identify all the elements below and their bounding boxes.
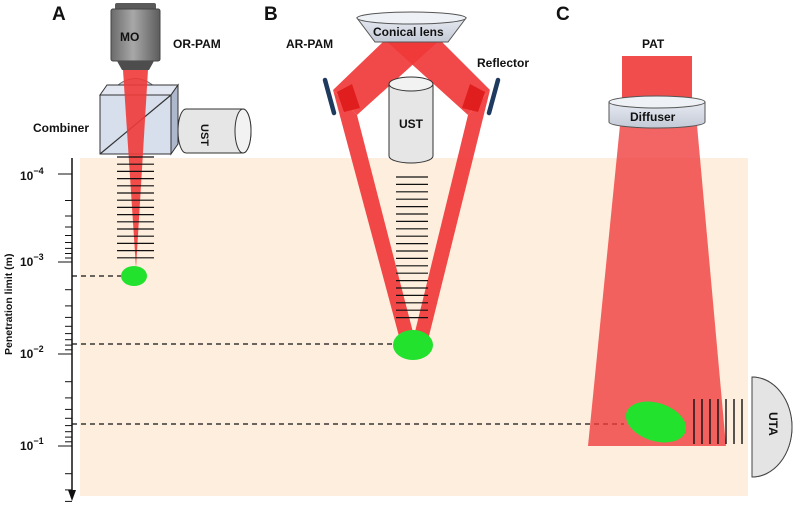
ust-label-a: UST xyxy=(198,124,210,146)
laser-beam-a xyxy=(123,70,148,268)
uta-transducer-array: UTA xyxy=(751,376,793,478)
uta-label: UTA xyxy=(766,412,780,436)
reflector-right xyxy=(486,77,501,116)
panel-c-letter: C xyxy=(556,4,570,25)
tick-label-1e-2: 10−2 xyxy=(20,344,44,361)
tick-label-1e-1: 10−1 xyxy=(20,436,44,453)
ultrasound-waves-c xyxy=(693,399,743,444)
objective-label: MO xyxy=(120,30,139,44)
laser-beam-b-upper-right xyxy=(385,40,490,115)
conical-lens: Conical lens xyxy=(356,11,467,43)
absorber-target-a xyxy=(121,266,147,286)
laser-beam-b-lower-right xyxy=(413,90,490,340)
ust-transducer-b: UST xyxy=(388,76,434,164)
panel-b-letter: B xyxy=(264,4,278,25)
laser-beam-b-lower-left xyxy=(333,90,415,340)
ust-label-b: UST xyxy=(399,117,424,131)
ust-transducer-a: UST xyxy=(177,108,252,154)
reflector-label: Reflector xyxy=(477,56,529,70)
conical-lens-label: Conical lens xyxy=(373,25,444,39)
diffuser-label: Diffuser xyxy=(630,110,676,124)
absorber-target-b xyxy=(393,330,433,360)
reflector-left xyxy=(322,77,337,116)
tick-label-1e-3: 10−3 xyxy=(20,252,44,269)
laser-beam-c-expanded xyxy=(588,125,726,446)
tick-label-1e-4: 10−4 xyxy=(20,166,44,183)
combiner-label: Combiner xyxy=(33,121,89,135)
penetration-axis xyxy=(58,158,76,502)
panel-a-title: OR-PAM xyxy=(173,37,221,51)
ultrasound-waves-b xyxy=(396,176,428,319)
panel-b-title: AR-PAM xyxy=(286,37,333,51)
ultrasound-waves-a xyxy=(117,156,154,259)
microscope-objective: MO xyxy=(110,3,161,70)
axis-label: Penetration limit (m) xyxy=(3,253,15,355)
absorber-target-c xyxy=(625,401,687,443)
panel-c-title: PAT xyxy=(642,37,665,51)
optical-diffuser: Diffuser xyxy=(608,95,706,129)
panel-a-letter: A xyxy=(52,4,66,25)
